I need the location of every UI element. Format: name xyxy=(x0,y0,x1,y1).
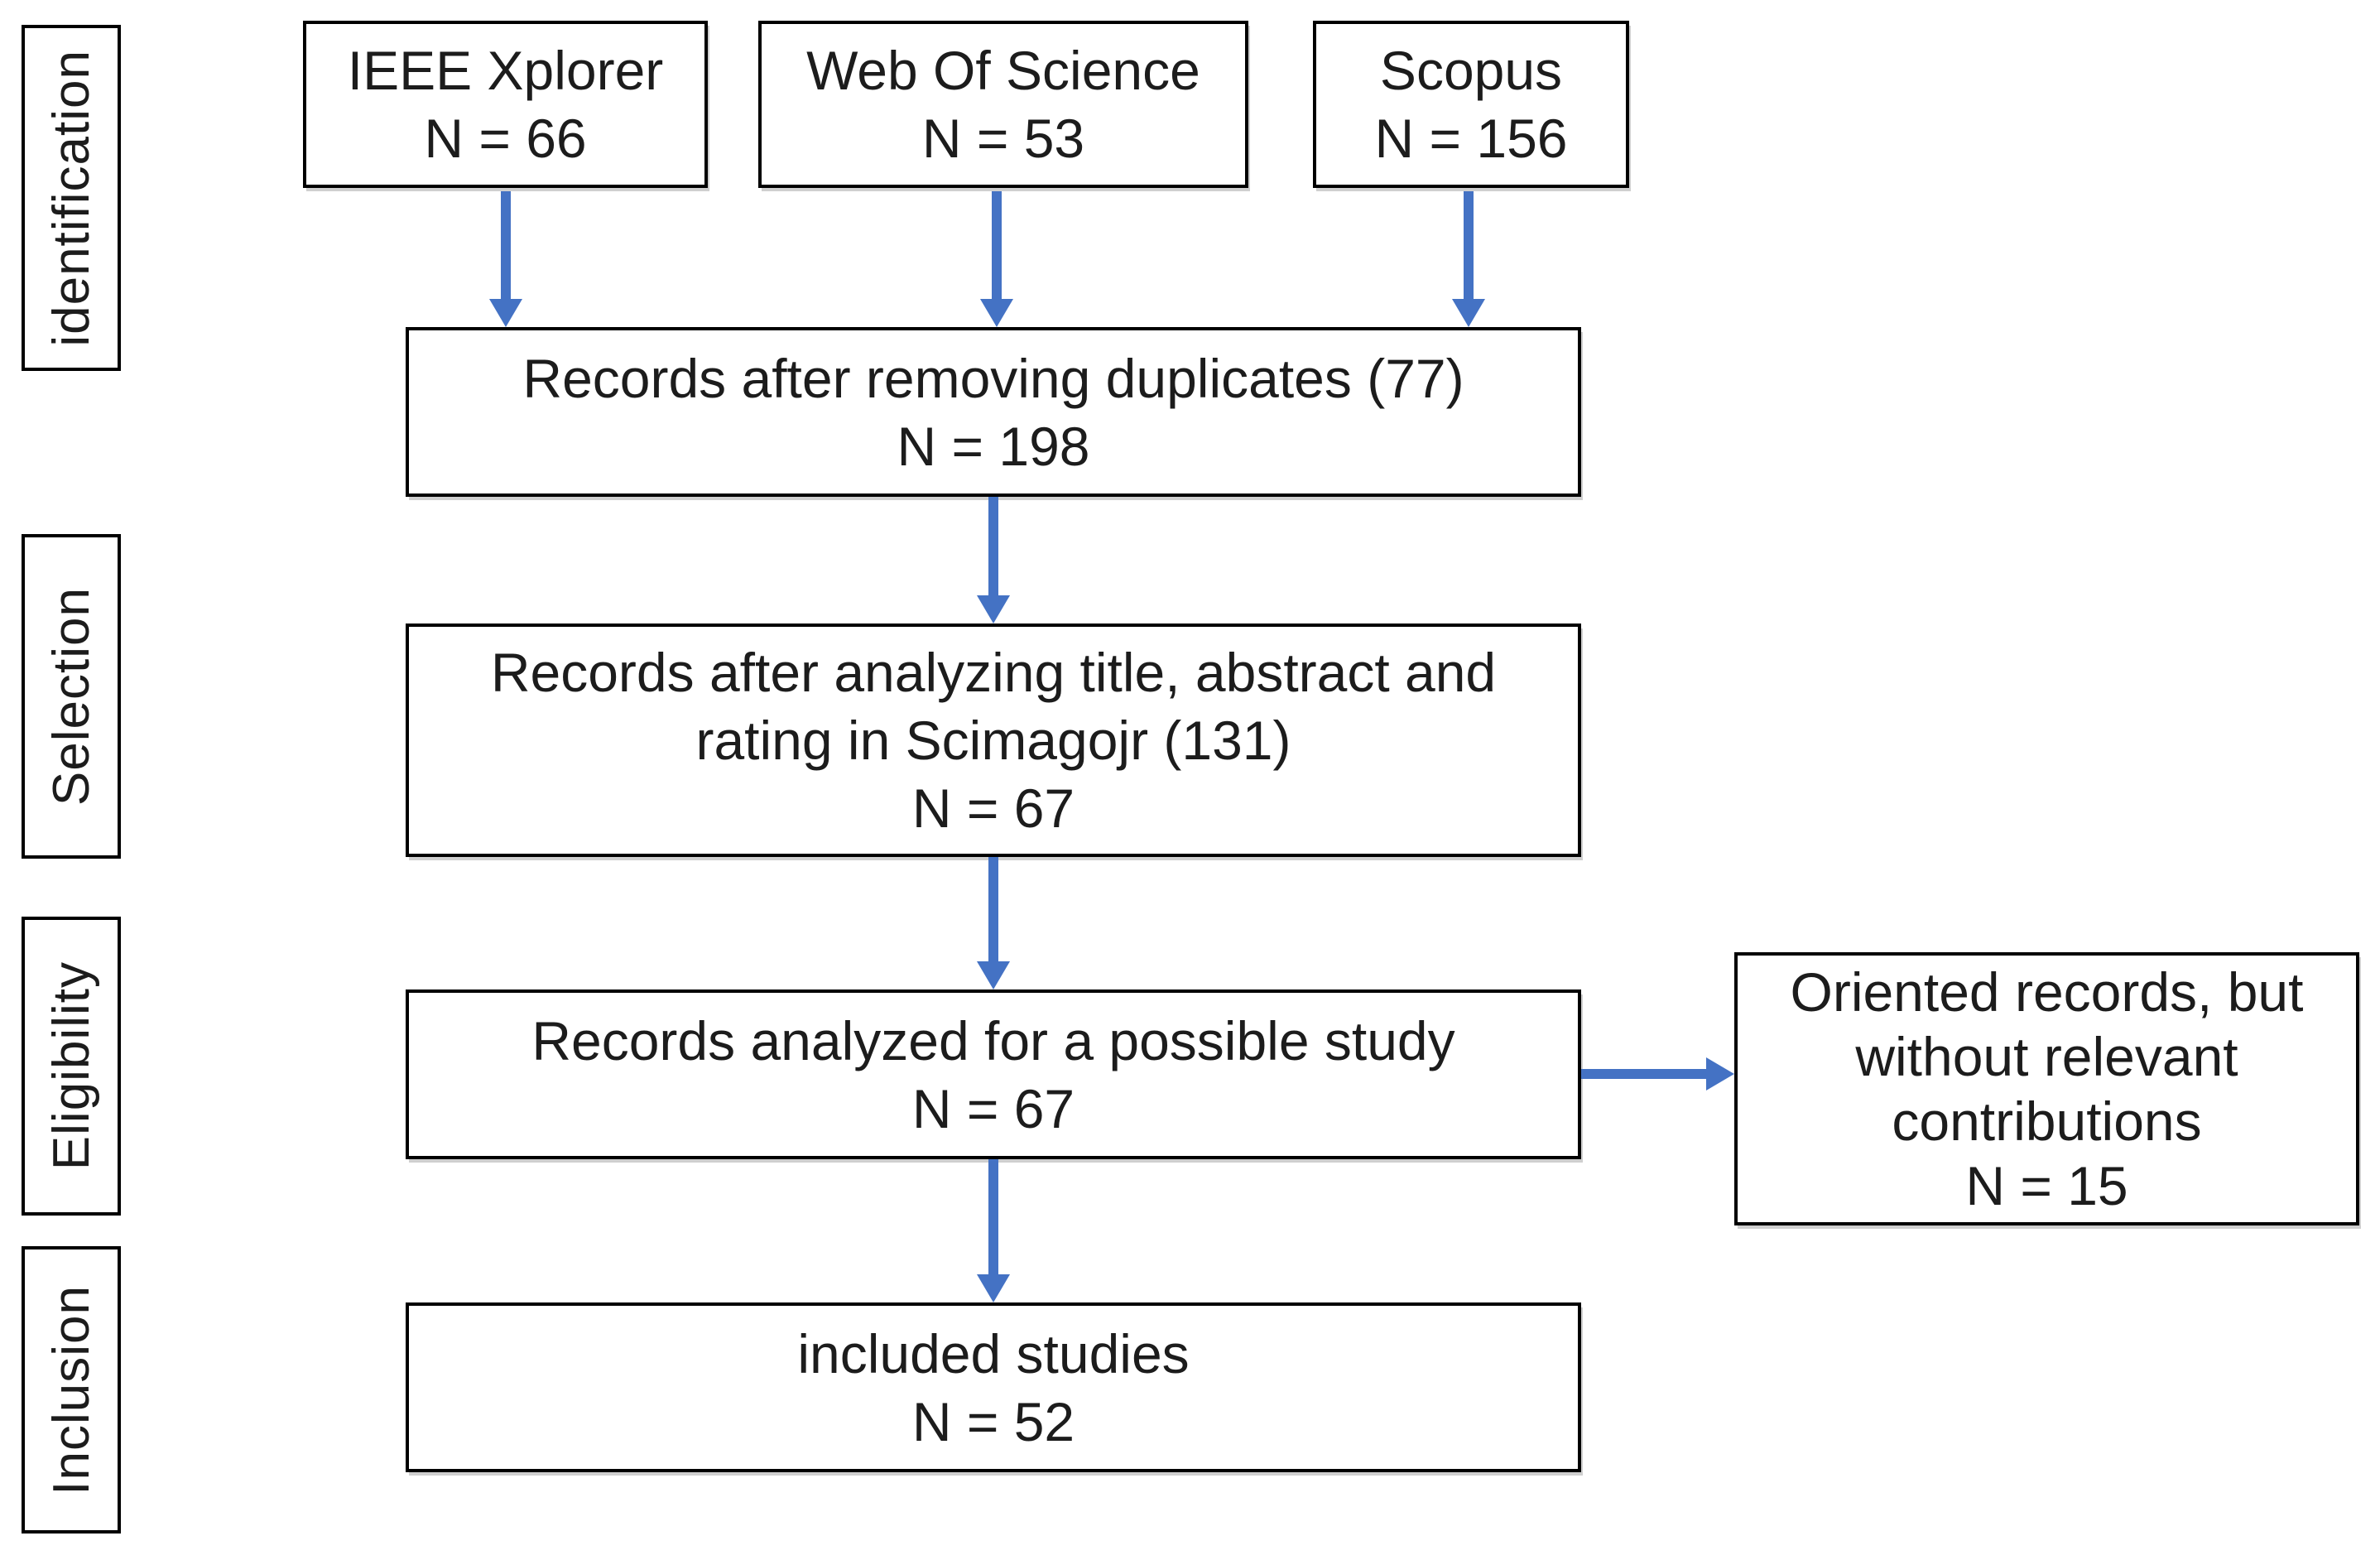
stage-label-text: Eligibility xyxy=(42,961,100,1171)
box-text-line: Records after analyzing title, abstract … xyxy=(490,642,1497,703)
source-box-web-of-science: Web Of Science N = 53 xyxy=(758,21,1248,188)
box-text-line: included studies xyxy=(797,1322,1190,1384)
arrow-wos-down xyxy=(980,191,1013,327)
box-text-line: Oriented records, but xyxy=(1790,961,2304,1023)
stage-label-text: Inclusion xyxy=(42,1284,100,1495)
source-name: Web Of Science xyxy=(806,40,1200,101)
box-text-line: contributions xyxy=(1892,1091,2202,1152)
source-name: IEEE Xplorer xyxy=(347,40,664,101)
arrow-eligibility-to-included xyxy=(977,1159,1010,1302)
arrow-eligibility-to-excluded xyxy=(1581,1057,1734,1091)
source-box-scopus: Scopus N = 156 xyxy=(1313,21,1629,188)
source-box-ieee-xplorer: IEEE Xplorer N = 66 xyxy=(303,21,708,188)
stage-label-inclusion: Inclusion xyxy=(22,1246,121,1534)
flow-box-included: included studies N = 52 xyxy=(406,1302,1581,1472)
flow-box-eligibility: Records analyzed for a possible study N … xyxy=(406,989,1581,1159)
box-count: N = 15 xyxy=(1965,1155,2128,1216)
stage-label-text: identification xyxy=(42,49,100,347)
excluded-box: Oriented records, but without relevant c… xyxy=(1734,952,2359,1225)
flow-box-duplicates: Records after removing duplicates (77) N… xyxy=(406,327,1581,497)
source-count: N = 66 xyxy=(424,108,587,169)
box-text-line: Records analyzed for a possible study xyxy=(531,1009,1455,1071)
box-text-line: rating in Scimagojr (131) xyxy=(695,710,1291,771)
box-text-line: Records after removing duplicates (77) xyxy=(522,347,1464,409)
stage-label-selection: Selection xyxy=(22,534,121,859)
source-count: N = 53 xyxy=(921,108,1085,169)
box-count: N = 198 xyxy=(897,415,1090,477)
arrow-duplicates-to-screening xyxy=(977,497,1010,624)
arrow-screening-to-eligibility xyxy=(977,857,1010,989)
box-count: N = 67 xyxy=(911,1077,1075,1139)
stage-label-eligibility: Eligibility xyxy=(22,917,121,1216)
stage-label-identification: identification xyxy=(22,25,121,371)
source-count: N = 156 xyxy=(1374,108,1568,169)
source-name: Scopus xyxy=(1379,40,1563,101)
box-count: N = 52 xyxy=(911,1390,1075,1452)
box-count: N = 67 xyxy=(911,778,1075,839)
box-text-line: without relevant xyxy=(1855,1026,2238,1087)
flow-box-screening: Records after analyzing title, abstract … xyxy=(406,624,1581,857)
arrow-scopus-down xyxy=(1452,191,1485,327)
arrow-ieee-down xyxy=(489,191,522,327)
stage-label-text: Selection xyxy=(42,586,100,806)
